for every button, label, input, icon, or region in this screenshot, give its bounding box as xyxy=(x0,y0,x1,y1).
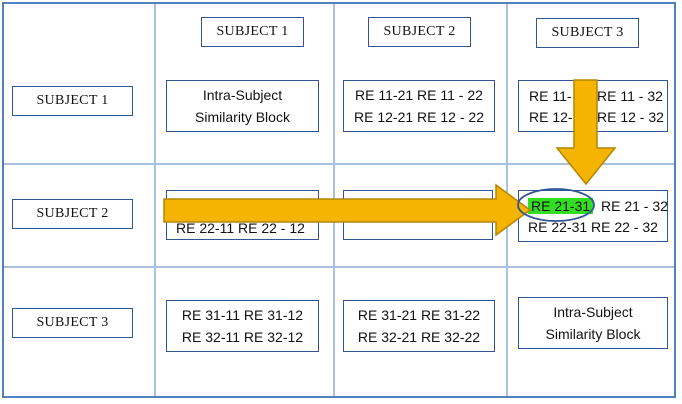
cell-line: RE 11- xyxy=(529,88,572,104)
cell-r3c2: RE 31-21 RE 31-22 RE 32-21 RE 32-22 xyxy=(343,300,495,352)
cell-line: Similarity Block xyxy=(545,326,641,342)
outer-frame xyxy=(2,2,676,398)
cell-line: RE 22-11 RE 22 - 12 xyxy=(176,220,305,236)
cell-line: RE 11 - 32 xyxy=(597,88,663,104)
cell-line: Intra-Subject xyxy=(202,87,283,103)
cell-r3c3-intra-subject-block: Intra-Subject Similarity Block xyxy=(518,297,668,349)
row-header-subject-2: SUBJECT 2 xyxy=(12,199,133,229)
cell-line: RE 21 - 32 xyxy=(601,198,668,214)
cell-line: RE 12 - 32 xyxy=(597,109,664,125)
cell-r3c1: RE 31-11 RE 31-12 RE 32-11 RE 32-12 xyxy=(166,300,319,352)
grid-hline-1 xyxy=(4,163,674,165)
cell-r1c2: RE 11-21 RE 11 - 22 RE 12-21 RE 12 - 22 xyxy=(343,80,495,132)
grid-hline-2 xyxy=(4,266,674,268)
cell-line: RE 11-21 RE 11 - 22 xyxy=(355,87,483,103)
horizontal-arrow xyxy=(163,183,532,237)
highlighted-value: RE 21-31 xyxy=(528,198,594,214)
cell-line: RE 22-31 RE 22 - 32 xyxy=(528,219,658,235)
cell-line: RE 31-21 RE 31-22 xyxy=(357,307,481,323)
cell-line: RE 12-21 RE 12 - 22 xyxy=(354,109,484,125)
column-header-subject-3: SUBJECT 3 xyxy=(536,18,639,48)
row-header-subject-1: SUBJECT 1 xyxy=(12,86,133,116)
cell-line: Similarity Block xyxy=(195,109,290,125)
row-header-subject-3: SUBJECT 3 xyxy=(12,308,133,338)
cell-line: RE 32-21 RE 32-22 xyxy=(357,329,481,345)
cell-line: Intra-Subject xyxy=(553,304,633,320)
grid-vline-1 xyxy=(154,4,156,396)
column-header-subject-1: SUBJECT 1 xyxy=(201,17,304,47)
cell-line: RE 32-11 RE 32-12 xyxy=(181,329,304,345)
cell-r1c1-intra-subject-block: Intra-Subject Similarity Block xyxy=(166,80,319,132)
column-header-subject-2: SUBJECT 2 xyxy=(368,17,471,47)
cell-line: RE 31-11 RE 31-12 xyxy=(181,307,304,323)
vertical-arrow xyxy=(555,79,617,186)
cell-line: RE 12- xyxy=(529,109,573,125)
highlight-ellipse xyxy=(517,188,595,222)
cell-r2c3: RE 21-31 RE 21 - 32 RE 22-31 RE 22 - 32 xyxy=(518,190,668,242)
